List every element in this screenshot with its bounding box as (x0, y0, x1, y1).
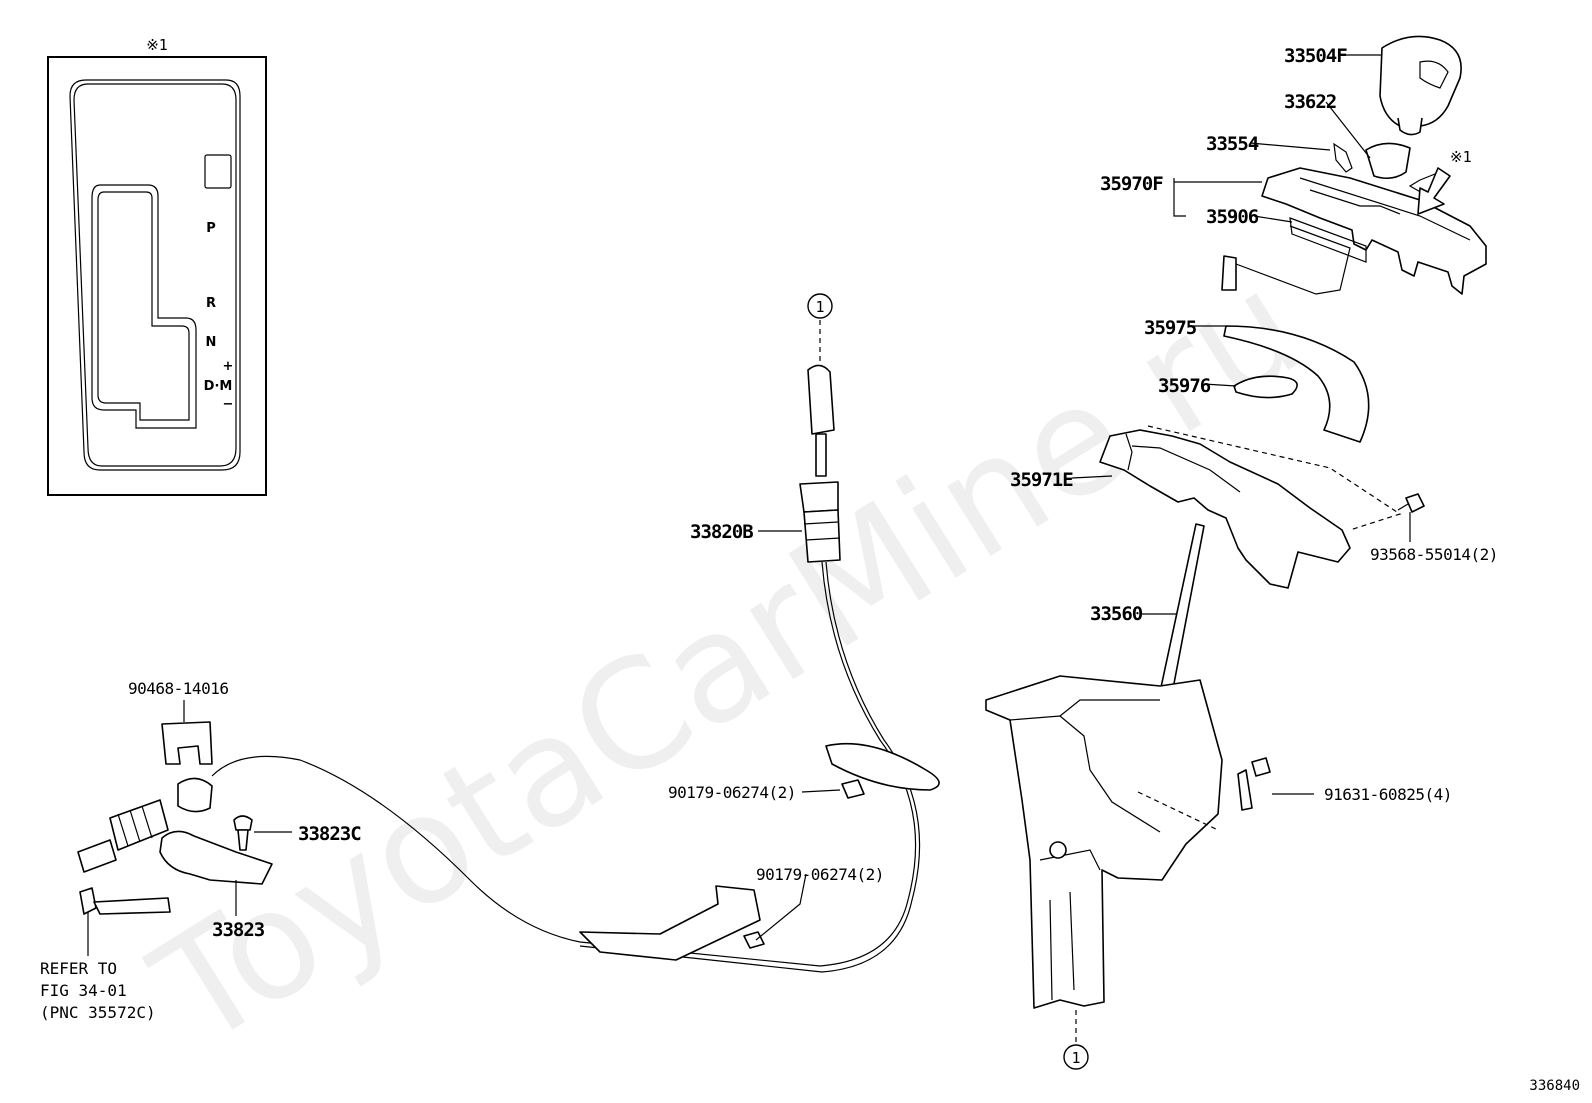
label-clip-cable: 90468-14016 (128, 679, 228, 698)
label-knob: 33504F (1284, 45, 1347, 67)
leader-lines (87, 54, 1411, 1044)
label-bolt-bezel: 93568-55014(2) (1370, 545, 1498, 564)
shift-cable (211, 561, 917, 967)
gate-r: R (206, 296, 216, 311)
gate-dm: D·M (204, 379, 233, 394)
cable-adjuster (77, 777, 213, 873)
base-bolt (1237, 757, 1271, 811)
label-lever: 33560 (1090, 603, 1143, 625)
gate-n: N (206, 335, 217, 350)
cable-nuts (743, 779, 865, 949)
cable-grommet (825, 743, 940, 791)
refer-note-line-1: REFER TO (40, 959, 117, 978)
inset-marker: ※1 (146, 36, 168, 54)
shift-lever (1159, 523, 1205, 695)
label-bracket: 33823 (212, 919, 265, 941)
shift-gate-inset: ※1 P R N + D·M − (47, 36, 267, 496)
console-bezel (1099, 425, 1402, 589)
label-slide: 35976 (1158, 375, 1211, 397)
refer-note-line-3: (PNC 35572C) (40, 1003, 156, 1022)
ref-circle-top: 1 (807, 293, 833, 319)
indicator-housing (1261, 142, 1487, 295)
label-boot: 33622 (1284, 91, 1336, 113)
bezel-bolt (1397, 493, 1425, 513)
label-nut-upper: 90179-06274(2) (668, 783, 796, 802)
gate-minus: − (223, 397, 234, 412)
label-bolt-bracket: 33823C (298, 823, 361, 845)
label-indicator: 35906 (1206, 206, 1259, 228)
watermark-text: ToyotaCarMine.ru (126, 239, 1330, 1081)
label-housing-group: 35970F (1100, 173, 1163, 195)
cable-bracket (579, 885, 761, 961)
gate-plus: + (223, 359, 234, 374)
refer-note-line-2: FIG 34-01 (40, 981, 127, 1000)
indicator-slide (1221, 217, 1367, 295)
view-arrow: ※1 (1417, 148, 1472, 215)
arrow-marker: ※1 (1450, 148, 1472, 166)
label-bolt-base: 91631-60825(4) (1324, 785, 1452, 804)
label-cable: 33820B (690, 521, 753, 543)
ref-circle-bottom: 1 (1063, 1044, 1089, 1070)
label-plate: 35975 (1144, 317, 1197, 339)
svg-text:1: 1 (1071, 1049, 1080, 1067)
shift-knob (1379, 35, 1462, 136)
label-nut-lower: 90179-06274(2) (756, 865, 884, 884)
gate-p: P (206, 221, 216, 236)
slide-shim (1233, 375, 1298, 399)
label-clip: 33554 (1206, 133, 1259, 155)
shift-base-assembly (985, 675, 1223, 1009)
slide-plate (1223, 325, 1370, 443)
link-rod (79, 887, 171, 915)
bracket-bolt (233, 815, 253, 851)
shift-bracket (159, 830, 273, 885)
cable-clip (161, 721, 213, 765)
shift-cable-end (799, 364, 841, 563)
svg-text:1: 1 (815, 298, 824, 316)
figure-number: 336840 (1529, 1078, 1580, 1094)
shift-boot (1365, 142, 1411, 180)
label-bezel: 35971E (1010, 469, 1073, 491)
